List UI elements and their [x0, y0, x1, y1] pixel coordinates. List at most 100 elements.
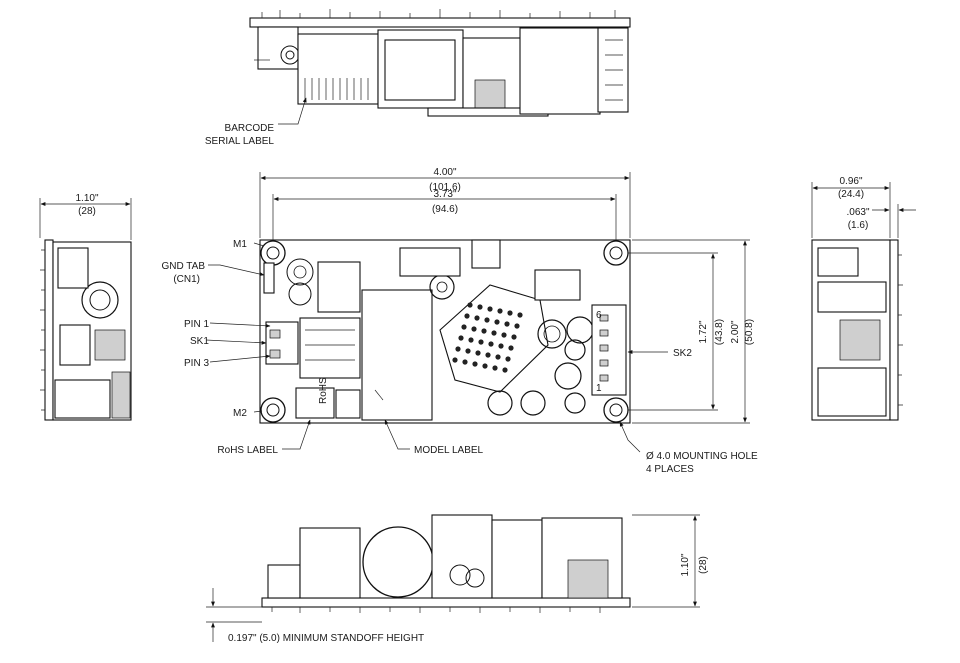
svg-text:BARCODE: BARCODE — [225, 123, 275, 134]
top-side-view — [249, 9, 631, 117]
standoff-label: 0.197" (5.0) MINIMUM STANDOFF HEIGHT — [228, 633, 424, 644]
gnd-tab-callout: GND TAB (CN1) — [161, 261, 265, 285]
heat-sink-hole — [491, 330, 497, 336]
svg-text:(CN1): (CN1) — [173, 274, 200, 285]
svg-text:RoHS LABEL: RoHS LABEL — [217, 445, 278, 456]
hole-spacing-y-mm: (43.8) — [714, 319, 725, 345]
heat-sink-hole — [461, 324, 467, 330]
heat-sink-hole — [502, 367, 508, 373]
heat-sink-hole — [472, 361, 478, 367]
svg-text:GND TAB: GND TAB — [161, 261, 205, 272]
dimension-height-left: 1.10" (28) — [39, 193, 132, 240]
width-mm: (50.8) — [744, 319, 755, 345]
left-end-view — [40, 239, 132, 421]
dimension-pcb-thickness: .063" (1.6) — [846, 204, 916, 238]
heat-sink-hole — [465, 348, 471, 354]
sk2-callout: SK2 — [627, 348, 692, 359]
heat-sink-hole — [458, 335, 464, 341]
heat-sink-hole — [464, 313, 470, 319]
svg-text:PIN 1: PIN 1 — [184, 319, 209, 330]
model-label-area — [361, 289, 433, 421]
heat-sink-hole — [488, 341, 494, 347]
svg-text:M2: M2 — [233, 408, 247, 419]
model-label-callout: MODEL LABEL — [384, 419, 484, 456]
connector-pin-1: 1 — [596, 383, 602, 394]
sk2-connector: 6 1 — [591, 304, 627, 396]
sk1-connector — [265, 321, 299, 365]
svg-text:SK2: SK2 — [673, 348, 692, 359]
height-bottom-mm: (28) — [698, 556, 709, 574]
main-board-view: RoHS — [259, 239, 631, 424]
heat-sink-hole — [485, 352, 491, 358]
heat-sink-hole — [474, 315, 480, 321]
svg-text:MODEL LABEL: MODEL LABEL — [414, 445, 484, 456]
heat-sink-hole — [508, 345, 514, 351]
m2-callout: M2 — [233, 408, 263, 419]
heat-sink — [439, 284, 549, 393]
length-inch: 4.00" — [433, 167, 456, 178]
dimension-hole-spacing-x: 3.73" (94.6) — [272, 189, 617, 240]
heat-sink-hole — [505, 356, 511, 362]
svg-text:4 PLACES: 4 PLACES — [646, 464, 694, 475]
hole-spacing-x-mm: (94.6) — [432, 204, 458, 215]
heat-sink-hole — [514, 323, 520, 329]
svg-text:Ø 4.0 MOUNTING HOLE: Ø 4.0 MOUNTING HOLE — [646, 451, 758, 462]
gnd-tab — [263, 262, 275, 294]
hole-spacing-x-inch: 3.73" — [433, 189, 456, 200]
heat-sink-hole — [511, 334, 517, 340]
dimension-width: 2.00" (50.8) — [632, 239, 755, 424]
heat-sink-hole — [462, 359, 468, 365]
depth-right-inch: 0.96" — [839, 176, 862, 187]
length-mm: (101.6) — [429, 182, 461, 193]
heat-sink-hole — [504, 321, 510, 327]
svg-text:SERIAL LABEL: SERIAL LABEL — [205, 136, 275, 147]
right-end-view — [811, 239, 903, 421]
heat-sink-hole — [478, 339, 484, 345]
svg-text:PIN 3: PIN 3 — [184, 358, 209, 369]
dimension-hole-spacing-y: 1.72" (43.8) — [628, 252, 725, 411]
heat-sink-hole — [471, 326, 477, 332]
heat-sink-hole — [452, 357, 458, 363]
mounting-hole-callout: Ø 4.0 MOUNTING HOLE 4 PLACES — [619, 421, 758, 475]
dimension-standoff: 0.197" (5.0) MINIMUM STANDOFF HEIGHT — [206, 588, 424, 644]
sk1-callout: SK1 — [190, 336, 267, 347]
heat-sink-hole — [484, 317, 490, 323]
height-bottom-inch: 1.10" — [680, 553, 691, 576]
svg-text:M1: M1 — [233, 239, 247, 250]
dimension-depth-right: 0.96" (24.4) — [811, 176, 891, 238]
svg-text:RoHS: RoHS — [318, 377, 329, 404]
heat-sink-hole — [477, 304, 483, 310]
heat-sink-hole — [475, 350, 481, 356]
heat-sink-hole — [498, 343, 504, 349]
barcode-callout: BARCODE SERIAL LABEL — [205, 97, 307, 147]
heat-sink-hole — [494, 319, 500, 325]
bottom-side-view — [261, 514, 631, 613]
heat-sink-hole — [487, 306, 493, 312]
output-capacitors — [487, 316, 594, 416]
height-left-inch: 1.10" — [75, 193, 98, 204]
dimension-length: 4.00" (101.6) — [259, 167, 631, 238]
svg-text:SK1: SK1 — [190, 336, 209, 347]
heat-sink-hole — [492, 365, 498, 371]
heat-sink-hole — [517, 312, 523, 318]
heat-sink-hole — [481, 328, 487, 334]
heat-sink-hole — [482, 363, 488, 369]
heat-sink-hole — [501, 332, 507, 338]
m1-callout: M1 — [233, 239, 265, 250]
hole-spacing-y-inch: 1.72" — [698, 320, 709, 343]
heat-sink-hole — [455, 346, 461, 352]
pin3-callout: PIN 3 — [184, 354, 271, 369]
heat-sink-hole — [495, 354, 501, 360]
dimension-height-bottom: 1.10" (28) — [632, 514, 709, 608]
height-left-mm: (28) — [78, 206, 96, 217]
pcb-thickness-mm: (1.6) — [848, 220, 869, 231]
rohs-label-area: RoHS — [295, 377, 335, 419]
mounting-hole-m2 — [260, 397, 286, 423]
width-inch: 2.00" — [730, 320, 741, 343]
heat-sink-hole — [468, 337, 474, 343]
heat-sink-hole — [507, 310, 513, 316]
heat-sink-hole — [497, 308, 503, 314]
pin1-callout: PIN 1 — [184, 319, 271, 330]
pcb-thickness-inch: .063" — [846, 207, 869, 218]
